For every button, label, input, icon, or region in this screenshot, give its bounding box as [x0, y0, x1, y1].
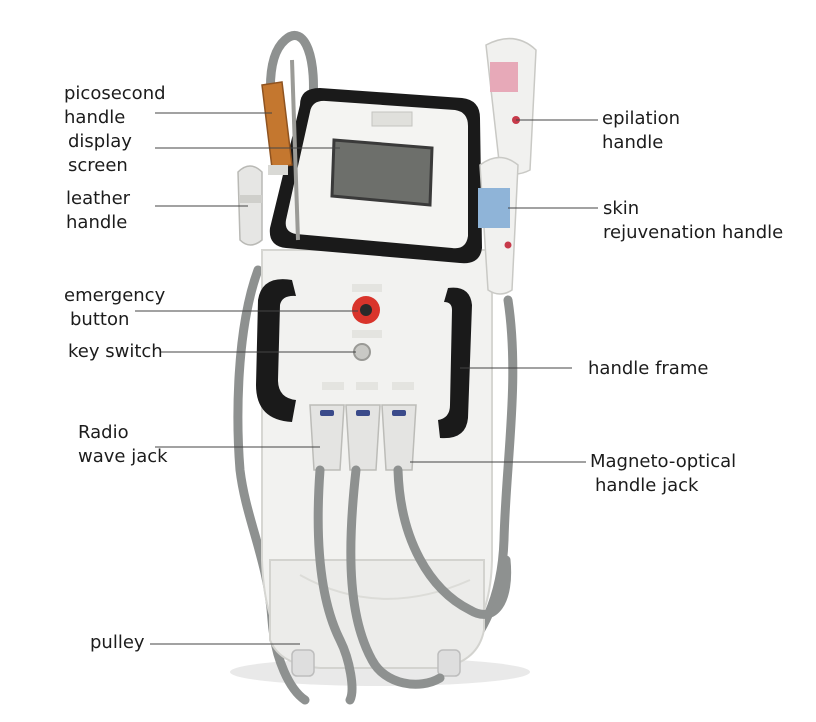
- label-line: handle: [66, 211, 130, 235]
- label-line: picosecond: [64, 82, 166, 106]
- label-line: key switch: [68, 340, 163, 364]
- picosecond-handle: [262, 82, 292, 168]
- pulley-wheel-right: [438, 650, 460, 676]
- label-emergency-button: emergency button: [64, 284, 165, 332]
- skin-handle-window: [478, 188, 510, 228]
- picosecond-handle-tip: [268, 165, 288, 175]
- label-line: screen: [68, 154, 132, 178]
- nameplate: [372, 112, 412, 126]
- label-line: epilation: [602, 107, 680, 131]
- label-line: display: [68, 130, 132, 154]
- emergency-tag: [352, 284, 382, 292]
- label-pulley: pulley: [90, 631, 145, 655]
- jack-plug-3: [392, 410, 406, 416]
- display-screen: [332, 140, 432, 205]
- key-switch-tag: [352, 330, 382, 338]
- label-line: handle: [64, 106, 166, 130]
- label-line: rejuvenation handle: [603, 221, 783, 245]
- label-key-switch: key switch: [68, 340, 163, 364]
- label-skin-rejuvenation-handle: skin rejuvenation handle: [603, 197, 783, 245]
- label-leather-handle: leather handle: [66, 187, 130, 235]
- jack-tag-2: [356, 382, 378, 390]
- label-line: wave jack: [78, 445, 168, 469]
- label-line: emergency: [64, 284, 165, 308]
- label-line: handle frame: [588, 357, 708, 381]
- pulley-wheel-left: [292, 650, 314, 676]
- epilation-handle: [486, 39, 536, 174]
- label-radio-wave-jack: Radio wave jack: [78, 421, 168, 469]
- jack-plug-2: [356, 410, 370, 416]
- label-line: pulley: [90, 631, 145, 655]
- label-line: leather: [66, 187, 130, 211]
- jack-plug-1: [320, 410, 334, 416]
- epilation-handle-window: [490, 62, 518, 92]
- label-magneto-optical-jack: Magneto-optical handle jack: [590, 450, 736, 498]
- label-line: handle jack: [590, 474, 736, 498]
- label-line: button: [64, 308, 165, 332]
- label-line: skin: [603, 197, 783, 221]
- label-line: Radio: [78, 421, 168, 445]
- label-picosecond-handle: picosecond handle: [64, 82, 166, 130]
- skin-indicator: [505, 242, 512, 249]
- label-line: Magneto-optical: [590, 450, 736, 474]
- jack-tag-1: [322, 382, 344, 390]
- leather-handle-band: [240, 195, 262, 203]
- label-line: handle: [602, 131, 680, 155]
- label-display-screen: display screen: [68, 130, 132, 178]
- emergency-button-cap: [360, 304, 372, 316]
- label-handle-frame: handle frame: [588, 357, 708, 381]
- key-switch: [354, 344, 370, 360]
- label-epilation-handle: epilation handle: [602, 107, 680, 155]
- jack-tag-3: [392, 382, 414, 390]
